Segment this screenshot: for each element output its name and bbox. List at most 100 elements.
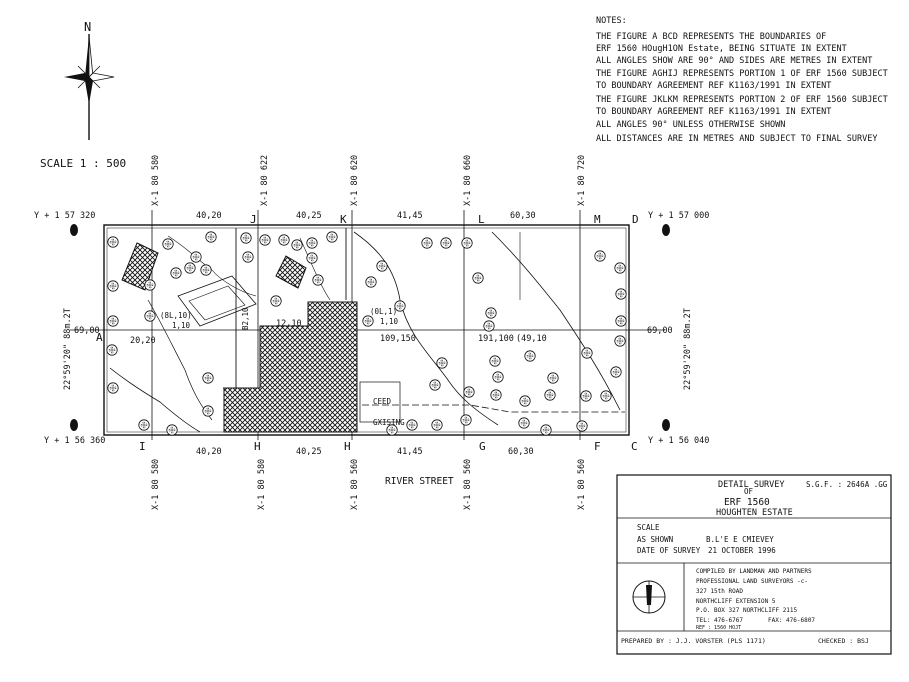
- firm-line: PROFESSIONAL LAND SURVEYORS -c-: [696, 578, 808, 585]
- north-arrow-icon: N: [64, 20, 115, 140]
- interior-label: B2,10: [241, 307, 250, 330]
- coord-label: X-1 80 560: [577, 459, 587, 510]
- interior-label: 109,150: [380, 334, 416, 344]
- beacon-marker: [70, 419, 78, 431]
- notes-heading: NOTES:: [596, 16, 627, 26]
- title-block-erf: ERF 1560: [724, 497, 770, 508]
- scale-label: SCALE 1 : 500: [40, 157, 126, 170]
- firm-line: 327 15th ROAD: [696, 588, 743, 595]
- dimension-label: 41,45: [397, 211, 423, 221]
- beacon-marker: [662, 224, 670, 236]
- dimension-label: 40,20: [196, 211, 222, 221]
- note-line: ALL ANGLES 90° UNLESS OTHERWISE SHOWN: [596, 120, 785, 130]
- dimension-label: 60,30: [508, 447, 534, 457]
- main-building: [223, 301, 358, 433]
- point-label: H: [344, 440, 351, 453]
- dimension-label: 40,25: [296, 211, 322, 221]
- beacon-marker: [70, 224, 78, 236]
- interior-label: GXISING: [373, 418, 405, 427]
- north-label: N: [84, 20, 91, 34]
- checked-by: CHECKED : BSJ: [818, 637, 869, 645]
- interior-label: 12,10: [276, 319, 302, 329]
- pool-outline: [177, 275, 257, 327]
- dimension-labels: 40,20 40,25 41,45 60,30 40,20 40,25 41,4…: [63, 211, 693, 457]
- top-coordinate-labels: X-1 80 580 X-1 80 622 X-1 80 620 X-1 80 …: [151, 155, 587, 206]
- firm-tel: TEL: 476-6767: [696, 617, 743, 624]
- note-line: TO BOUNDARY AGREEMENT REF K1163/1991 IN …: [596, 81, 831, 91]
- point-label: C: [631, 440, 638, 453]
- coord-label: X-1 80 720: [577, 155, 587, 206]
- interior-label: 191,100: [478, 334, 514, 344]
- note-line: THE FIGURE A BCD REPRESENTS THE BOUNDARI…: [596, 32, 826, 42]
- note-line: ERF 1560 HOugH1ON Estate, BEING SITUATE …: [596, 44, 847, 54]
- interior-label: 1,10: [172, 321, 191, 330]
- interior-label: 20,20: [130, 336, 156, 346]
- point-label: G: [479, 440, 486, 453]
- firm-line: NORTHCLIFF EXTENSION 5: [696, 598, 776, 605]
- title-block-of: OF: [744, 487, 754, 496]
- point-label: I: [139, 440, 146, 453]
- outbuilding: [121, 242, 159, 291]
- note-line: ALL ANGLES SHOW ARE 90° AND SIDES ARE ME…: [596, 56, 872, 66]
- interior-label: (8L,10): [160, 311, 192, 320]
- firm-fax: FAX: 476-6807: [768, 617, 815, 624]
- title-block: DETAIL SURVEY OF ERF 1560 HOUGHTEN ESTAT…: [616, 474, 892, 655]
- dimension-label: 40,20: [196, 447, 222, 457]
- point-label: L: [478, 213, 485, 226]
- title-block-heading: DETAIL SURVEY: [718, 480, 785, 490]
- point-label: F: [594, 440, 601, 453]
- beacon-marker: [662, 419, 670, 431]
- point-label: K: [340, 213, 347, 226]
- title-block-surveyor: B.L'E E CMIEVEY: [706, 535, 774, 544]
- dimension-label: 69,00: [647, 326, 673, 336]
- note-line: TO BOUNDARY AGREEMENT REF K1163/1991 IN …: [596, 107, 831, 117]
- coord-label: X-1 80 560: [350, 459, 360, 510]
- dimension-label: 40,25: [296, 447, 322, 457]
- coord-label: X-1 80 580: [151, 459, 161, 510]
- point-label: J: [250, 213, 257, 226]
- dimension-label: 41,45: [397, 447, 423, 457]
- street-name: RIVER STREET: [385, 476, 454, 487]
- point-label: H: [254, 440, 261, 453]
- interior-label: CEED: [373, 397, 392, 406]
- y-coordinate-top-left: Y + 1 57 320: [34, 211, 95, 221]
- firm-line: COMPILED BY LANDMAN AND PARTNERS: [696, 568, 812, 575]
- note-line: ALL DISTANCES ARE IN METRES AND SUBJECT …: [596, 134, 877, 144]
- dimension-label: 69,00: [74, 326, 100, 336]
- bearing-label: 22°59'20" 88m.2T: [63, 308, 73, 390]
- title-block-estate: HOUGHTEN ESTATE: [716, 508, 793, 518]
- title-block-date: 21 OCTOBER 1996: [708, 546, 776, 555]
- title-block-as-shown: AS SHOWN: [637, 535, 673, 544]
- existing-structure: [359, 381, 401, 423]
- compass-logo-icon: [632, 580, 666, 614]
- coord-label: X-1 80 660: [463, 155, 473, 206]
- coord-label: X-1 80 620: [350, 155, 360, 206]
- note-line: THE FIGURE JKLKM REPRESENTS PORTION 2 OF…: [596, 95, 888, 105]
- dimension-label: 60,30: [510, 211, 536, 221]
- coord-label: X-1 80 560: [463, 459, 473, 510]
- outbuilding: [275, 255, 307, 289]
- title-block-sgf: S.G.F. : 2646A .GG: [806, 480, 888, 489]
- title-block-scale-label: SCALE: [637, 523, 660, 532]
- point-label: M: [594, 213, 601, 226]
- site-plan: 20,20 (8L,10) 1,10 B2,10 12,10 (0L,1) 1,…: [70, 210, 665, 440]
- bottom-coordinate-labels: X-1 80 580 X-1 80 580 X-1 80 560 X-1 80 …: [151, 459, 587, 510]
- interior-label: (0L,1): [370, 307, 397, 316]
- coord-label: X-1 80 622: [260, 155, 270, 206]
- coord-label: X-1 80 580: [257, 459, 267, 510]
- coord-label: X-1 80 580: [151, 155, 161, 206]
- notes-block: NOTES: THE FIGURE A BCD REPRESENTS THE B…: [596, 16, 888, 144]
- y-coordinate-bottom-right: Y + 1 56 040: [648, 436, 709, 446]
- y-coordinate-bottom-left: Y + 1 56 360: [44, 436, 105, 446]
- boundary-points: J K L M D I H H G F C A: [96, 213, 639, 453]
- title-block-date-label: DATE OF SURVEY: [637, 546, 701, 555]
- interior-label: (49,10: [516, 334, 547, 344]
- note-line: THE FIGURE AGHIJ REPRESENTS PORTION 1 OF…: [596, 69, 888, 79]
- point-label: D: [632, 213, 639, 226]
- firm-ref: REF : 1560 HOJT: [696, 625, 741, 631]
- bearing-label: 22°59'20" 88m.2T: [683, 308, 693, 390]
- point-label: A: [96, 331, 103, 344]
- firm-line: P.O. BOX 327 NORTHCLIFF 2115: [696, 607, 798, 614]
- prepared-by: PREPARED BY : J.J. VORSTER (PLS 1171): [621, 637, 766, 645]
